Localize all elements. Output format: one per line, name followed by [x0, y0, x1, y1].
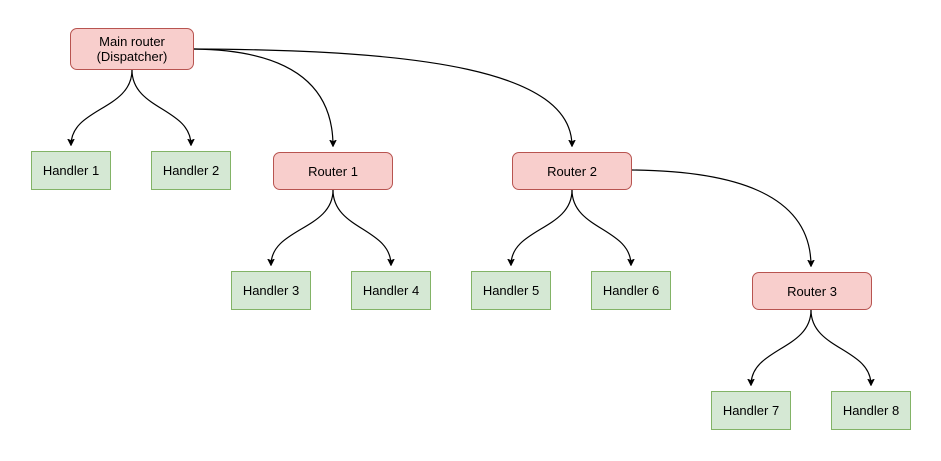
edge-router-1-to-handler-3 [271, 189, 334, 265]
node-handler-4[interactable]: Handler 4 [351, 271, 431, 310]
edge-router-3-to-handler-8 [810, 309, 871, 385]
node-router-3[interactable]: Router 3 [752, 272, 872, 310]
node-handler-3[interactable]: Handler 3 [231, 271, 311, 310]
edge-main-to-handler-2 [131, 69, 191, 145]
node-label-handler-5: Handler 5 [482, 283, 540, 298]
node-label-handler-6: Handler 6 [602, 283, 660, 298]
edge-router-3-to-handler-7 [751, 309, 812, 385]
node-router-2[interactable]: Router 2 [512, 152, 632, 190]
edge-main-to-handler-1 [71, 69, 133, 145]
edge-router-2-to-router-3 [631, 169, 811, 266]
node-label-router-3: Router 3 [787, 283, 837, 299]
edge-router-2-to-handler-5 [511, 189, 573, 265]
node-label-handler-2: Handler 2 [162, 163, 220, 178]
node-label-handler-4: Handler 4 [362, 283, 420, 298]
edge-router-2-to-handler-6 [571, 189, 631, 265]
node-label-main-router: Main router (Dispatcher) [96, 34, 168, 64]
node-label-handler-1: Handler 1 [42, 163, 100, 178]
node-label-handler-8: Handler 8 [842, 403, 900, 418]
node-label-router-1: Router 1 [308, 163, 358, 179]
node-router-1[interactable]: Router 1 [273, 152, 393, 190]
node-handler-5[interactable]: Handler 5 [471, 271, 551, 310]
node-handler-7[interactable]: Handler 7 [711, 391, 791, 430]
node-handler-2[interactable]: Handler 2 [151, 151, 231, 190]
node-label-router-2: Router 2 [547, 163, 597, 179]
node-handler-6[interactable]: Handler 6 [591, 271, 671, 310]
edge-router-1-to-handler-4 [332, 189, 391, 265]
node-main-router[interactable]: Main router (Dispatcher) [70, 28, 194, 70]
node-handler-8[interactable]: Handler 8 [831, 391, 911, 430]
node-label-handler-7: Handler 7 [722, 403, 780, 418]
node-label-handler-3: Handler 3 [242, 283, 300, 298]
edge-main-to-router-1 [193, 48, 333, 146]
edge-main-to-router-2 [193, 48, 572, 146]
node-handler-1[interactable]: Handler 1 [31, 151, 111, 190]
